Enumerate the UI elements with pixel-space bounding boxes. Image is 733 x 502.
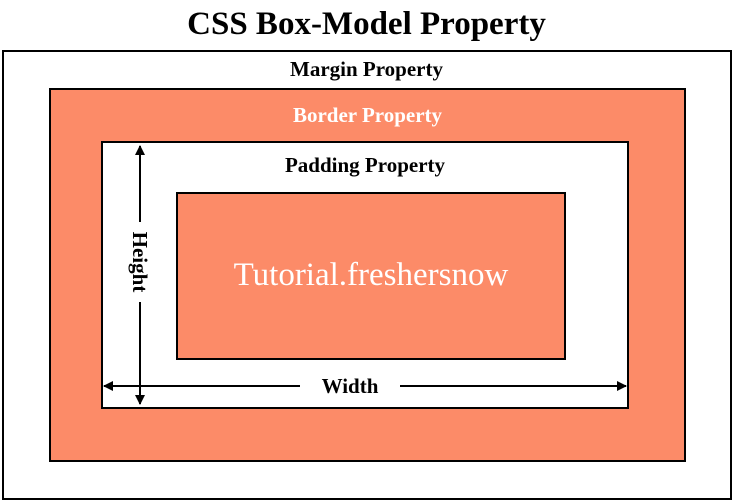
content-box bbox=[176, 192, 566, 360]
content-label: Tutorial.freshersnow bbox=[233, 257, 509, 293]
diagram-title: CSS Box-Model Property bbox=[187, 6, 546, 42]
padding-label: Padding Property bbox=[284, 153, 446, 177]
height-label: Height bbox=[128, 222, 152, 302]
width-label: Width bbox=[300, 374, 400, 398]
margin-label: Margin Property bbox=[290, 57, 443, 81]
border-label: Border Property bbox=[292, 103, 443, 127]
